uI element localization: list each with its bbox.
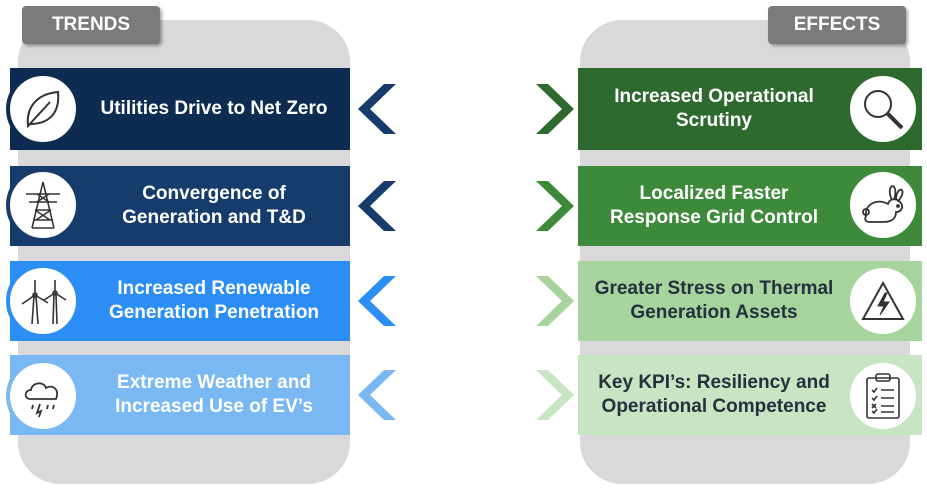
trend-line2: Increased Use of EV’s bbox=[115, 396, 313, 417]
effect-badge-checklist bbox=[846, 359, 920, 433]
trend-line1: Convergence of bbox=[142, 183, 286, 204]
right-chevron-4 bbox=[536, 370, 574, 420]
effect-line2: Operational Competence bbox=[601, 396, 827, 417]
checklist-icon bbox=[866, 373, 900, 419]
magnifier-icon bbox=[864, 90, 904, 130]
trend-line1: Increased Renewable bbox=[117, 278, 311, 299]
trend-badge-leaf bbox=[6, 72, 80, 146]
effect-badge-magnifier bbox=[846, 72, 920, 146]
right-chevron-1 bbox=[536, 84, 574, 134]
trend-line2: Generation and T&D bbox=[122, 207, 306, 228]
right-chevron-3 bbox=[536, 276, 574, 326]
effect-line2: Response Grid Control bbox=[610, 207, 818, 228]
right-chevron-2 bbox=[536, 181, 574, 231]
effect-badge-voltage bbox=[846, 264, 920, 338]
rabbit-icon bbox=[862, 185, 904, 223]
effects-title: EFFECTS bbox=[768, 6, 906, 44]
effect-line1: Increased Operational bbox=[614, 86, 814, 107]
trend-badge-wind bbox=[6, 264, 80, 338]
high-voltage-icon bbox=[861, 280, 905, 320]
left-chevron-1 bbox=[358, 84, 396, 134]
trend-line2: Generation Penetration bbox=[108, 302, 320, 323]
trends-title: TRENDS bbox=[22, 6, 160, 44]
effect-line1: Greater Stress on Thermal bbox=[594, 278, 834, 299]
left-chevron-3 bbox=[358, 276, 396, 326]
trend-line1: Utilities Drive to Net Zero bbox=[100, 98, 328, 119]
trend-badge-tower bbox=[6, 168, 80, 242]
trend-line1: Extreme Weather and bbox=[117, 372, 311, 393]
trend-badge-cloud bbox=[6, 359, 80, 433]
wind-turbine-icon bbox=[21, 280, 67, 325]
leaf-icon bbox=[26, 90, 60, 129]
left-chevron-4 bbox=[358, 370, 396, 420]
effect-line2: Scrutiny bbox=[675, 110, 752, 131]
effect-line1: Key KPI’s: Resiliency and bbox=[598, 372, 830, 393]
effect-line1: Localized Faster bbox=[639, 183, 789, 204]
left-chevron-2 bbox=[358, 181, 396, 231]
storm-cloud-icon bbox=[24, 382, 58, 418]
transmission-tower-icon bbox=[26, 181, 60, 229]
effect-line2: Generation Assets bbox=[630, 302, 798, 323]
effect-badge-rabbit bbox=[846, 168, 920, 242]
